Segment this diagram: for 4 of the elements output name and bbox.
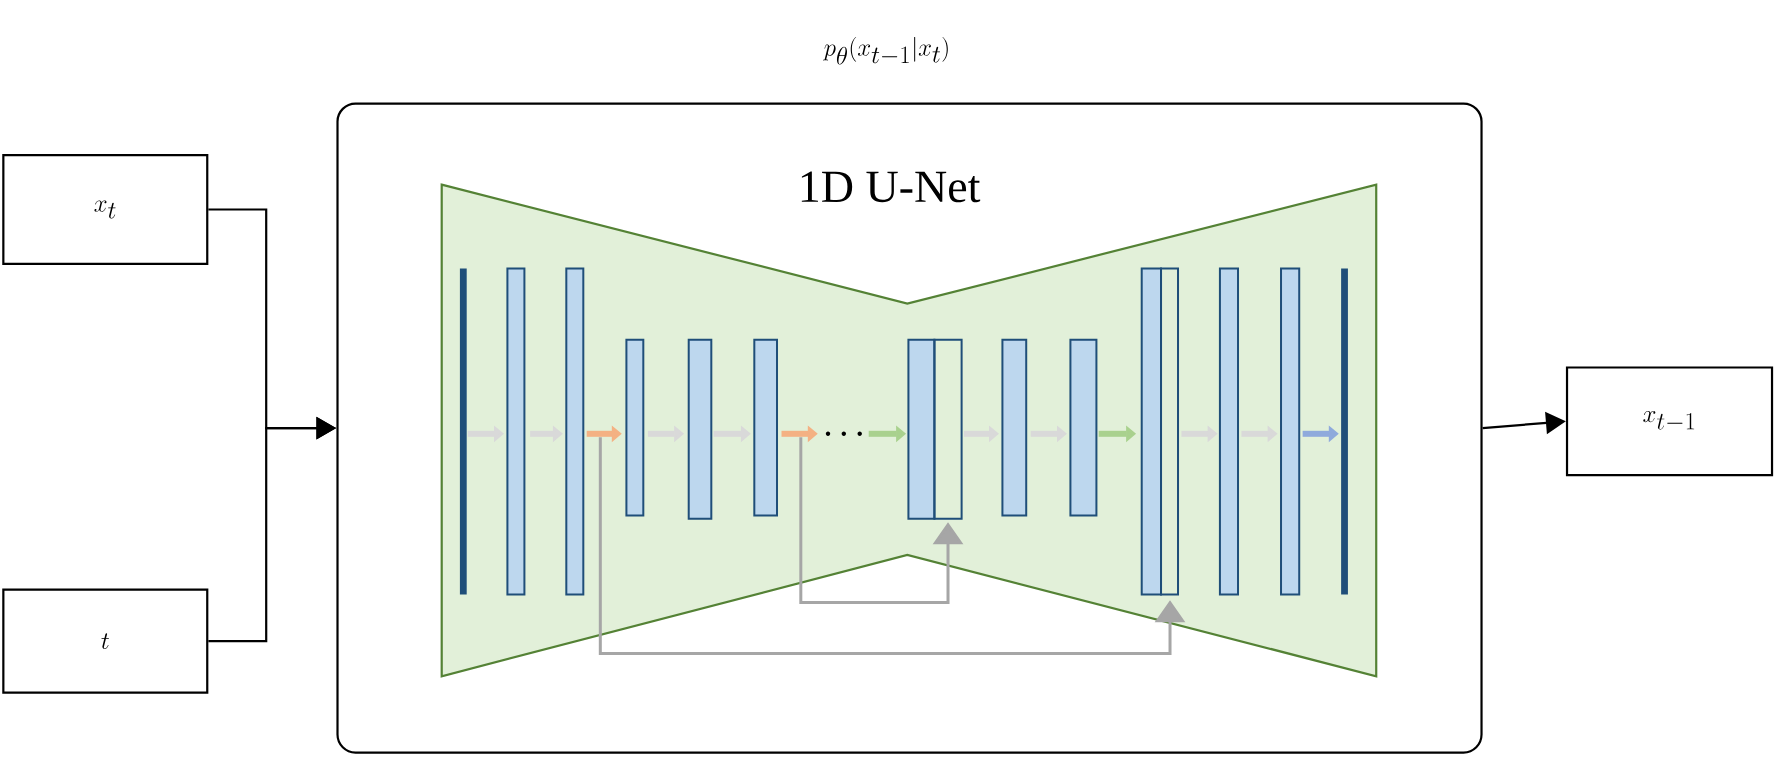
input-box: $x_t$ [2,154,209,265]
input-box: $t$ [2,588,209,694]
output-box: $x_{t-1}$ [1565,366,1774,477]
title-formula: $p_\theta(x_{t-1}|x_t)$ [823,36,948,65]
